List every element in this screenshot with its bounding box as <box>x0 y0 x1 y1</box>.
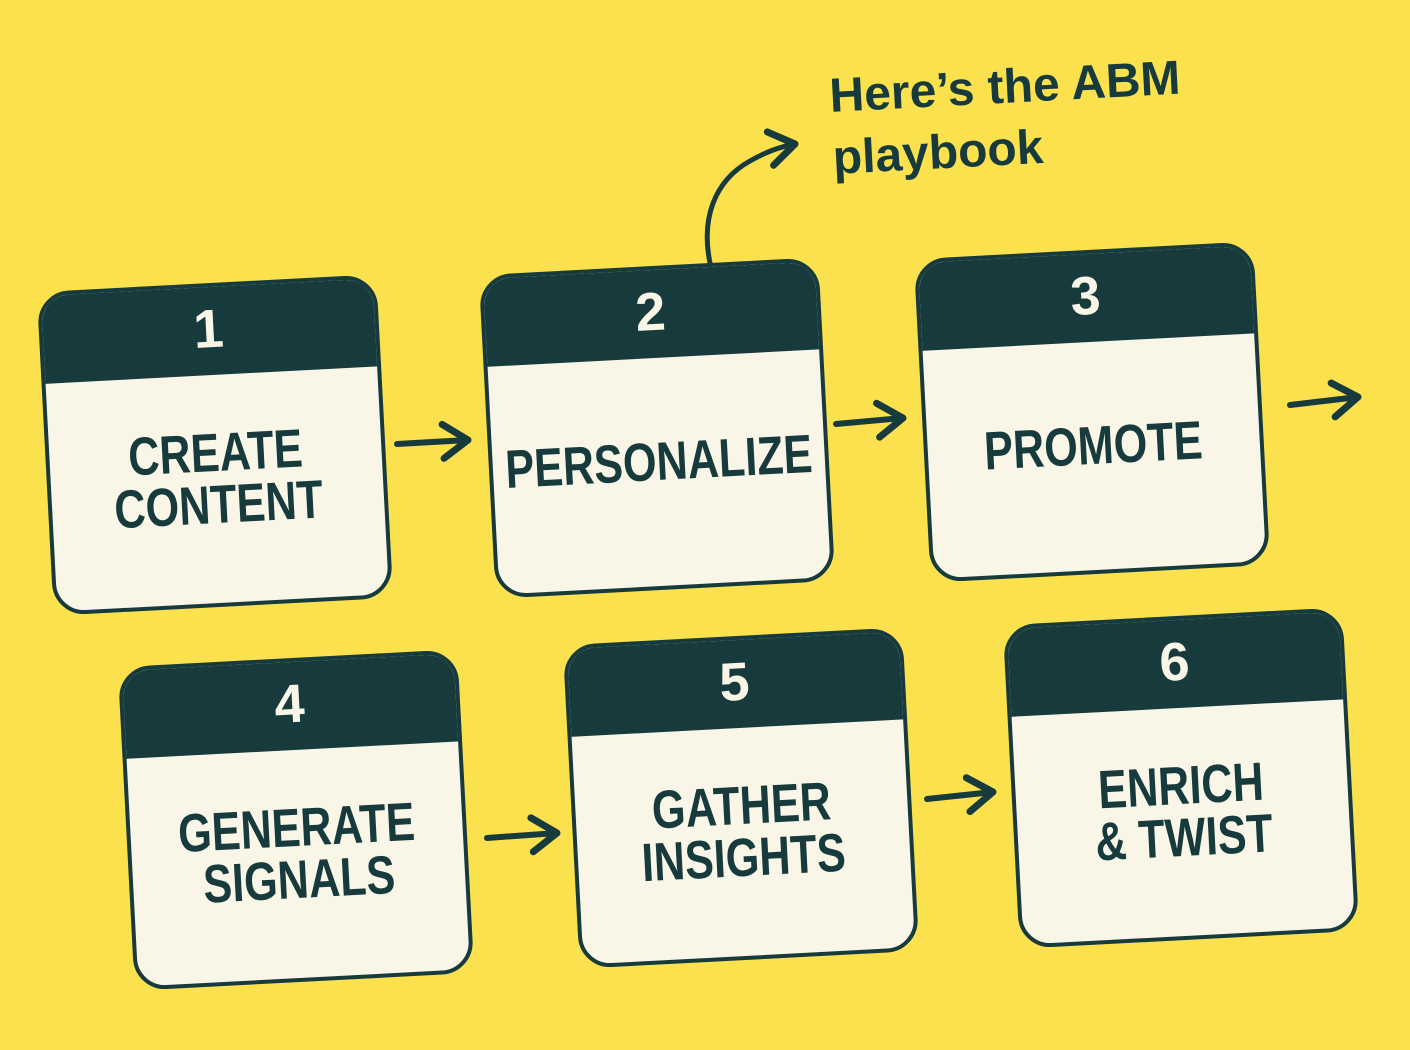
step-card-2: 2 PERSONALIZE <box>478 257 836 599</box>
step-4-number: 4 <box>272 673 307 735</box>
step-2-title-line: PERSONALIZE <box>503 424 814 501</box>
annotation-curved-arrow-icon <box>704 128 799 266</box>
step-card-6: 6 ENRICH & TWIST <box>1002 607 1360 949</box>
step-1-title-line: CONTENT <box>112 469 324 541</box>
step-4-title-line: SIGNALS <box>201 844 397 915</box>
arrow-step4-to-step5-icon <box>484 814 561 856</box>
arrow-step1-to-step2-icon <box>394 420 472 462</box>
step-2-body: PERSONALIZE <box>488 349 831 594</box>
step-1-body: CREATE CONTENT <box>46 366 389 611</box>
step-card-1: 1 CREATE CONTENT <box>36 274 394 616</box>
step-6-number: 6 <box>1157 631 1192 693</box>
step-3-header: 3 <box>913 241 1259 351</box>
step-card-5: 5 GATHER INSIGHTS <box>562 627 920 969</box>
step-1-number: 1 <box>191 298 226 360</box>
step-5-number: 5 <box>717 651 752 713</box>
arrow-step3-offscreen-icon <box>1287 379 1362 421</box>
step-2-number: 2 <box>633 281 668 343</box>
step-3-body: PROMOTE <box>923 333 1266 578</box>
annotation-text: Here’s the ABM playbook <box>828 48 1185 191</box>
step-2-header: 2 <box>478 257 824 367</box>
step-1-header: 1 <box>36 274 382 384</box>
arrow-step5-to-step6-icon <box>924 774 997 816</box>
step-4-body: GENERATE SIGNALS <box>127 741 470 986</box>
step-6-body: ENRICH & TWIST <box>1012 699 1355 944</box>
step-card-4: 4 GENERATE SIGNALS <box>117 649 475 991</box>
arrow-step2-to-step3-icon <box>833 399 907 441</box>
step-6-header: 6 <box>1002 607 1348 717</box>
step-5-title-line: INSIGHTS <box>640 822 848 894</box>
step-5-header: 5 <box>562 627 908 737</box>
step-card-3: 3 PROMOTE <box>913 241 1271 583</box>
step-5-body: GATHER INSIGHTS <box>572 719 915 964</box>
step-3-title-line: PROMOTE <box>983 410 1205 482</box>
step-3-number: 3 <box>1068 265 1103 327</box>
step-4-header: 4 <box>117 649 463 759</box>
step-6-title-line: & TWIST <box>1093 803 1275 873</box>
